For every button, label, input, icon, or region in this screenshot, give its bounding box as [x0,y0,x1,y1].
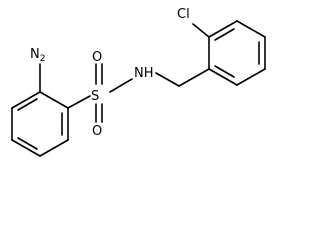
ring-bond [39,91,69,109]
chlorine-label: Cl [177,7,190,22]
ring-bond [11,139,41,157]
amine-hydrogens: 2 [40,54,46,64]
ring-double-bond [214,65,235,78]
ring-to-sulfur-bond [67,95,91,109]
ring-bond [208,20,238,38]
ring-bond [236,20,266,38]
ring-bond [11,91,41,109]
oxygen-bottom-label: O [92,124,102,139]
ring-double-bond [214,28,235,41]
sulfur-label: S [91,89,99,104]
ring-bond [39,139,69,157]
amine-element: N [30,47,40,62]
ring-double-bond [17,137,38,150]
ring-bond [208,68,238,86]
ring-bond [236,68,266,86]
ch2-ring-bond [178,68,210,87]
chlorine-bond [192,23,210,38]
nitrogen-ch2-bond [155,72,180,87]
molecule-structure: N2 S O O NH Cl [11,7,266,157]
aniline-ring [11,91,69,157]
amine-label: N2 [30,47,45,64]
oxygen-top-label: O [92,50,102,65]
ring-double-bond [17,98,38,111]
sulfur-nitrogen-bond [109,78,133,93]
nh-label: NH [134,66,154,81]
chlorophenyl-ring [208,20,266,86]
